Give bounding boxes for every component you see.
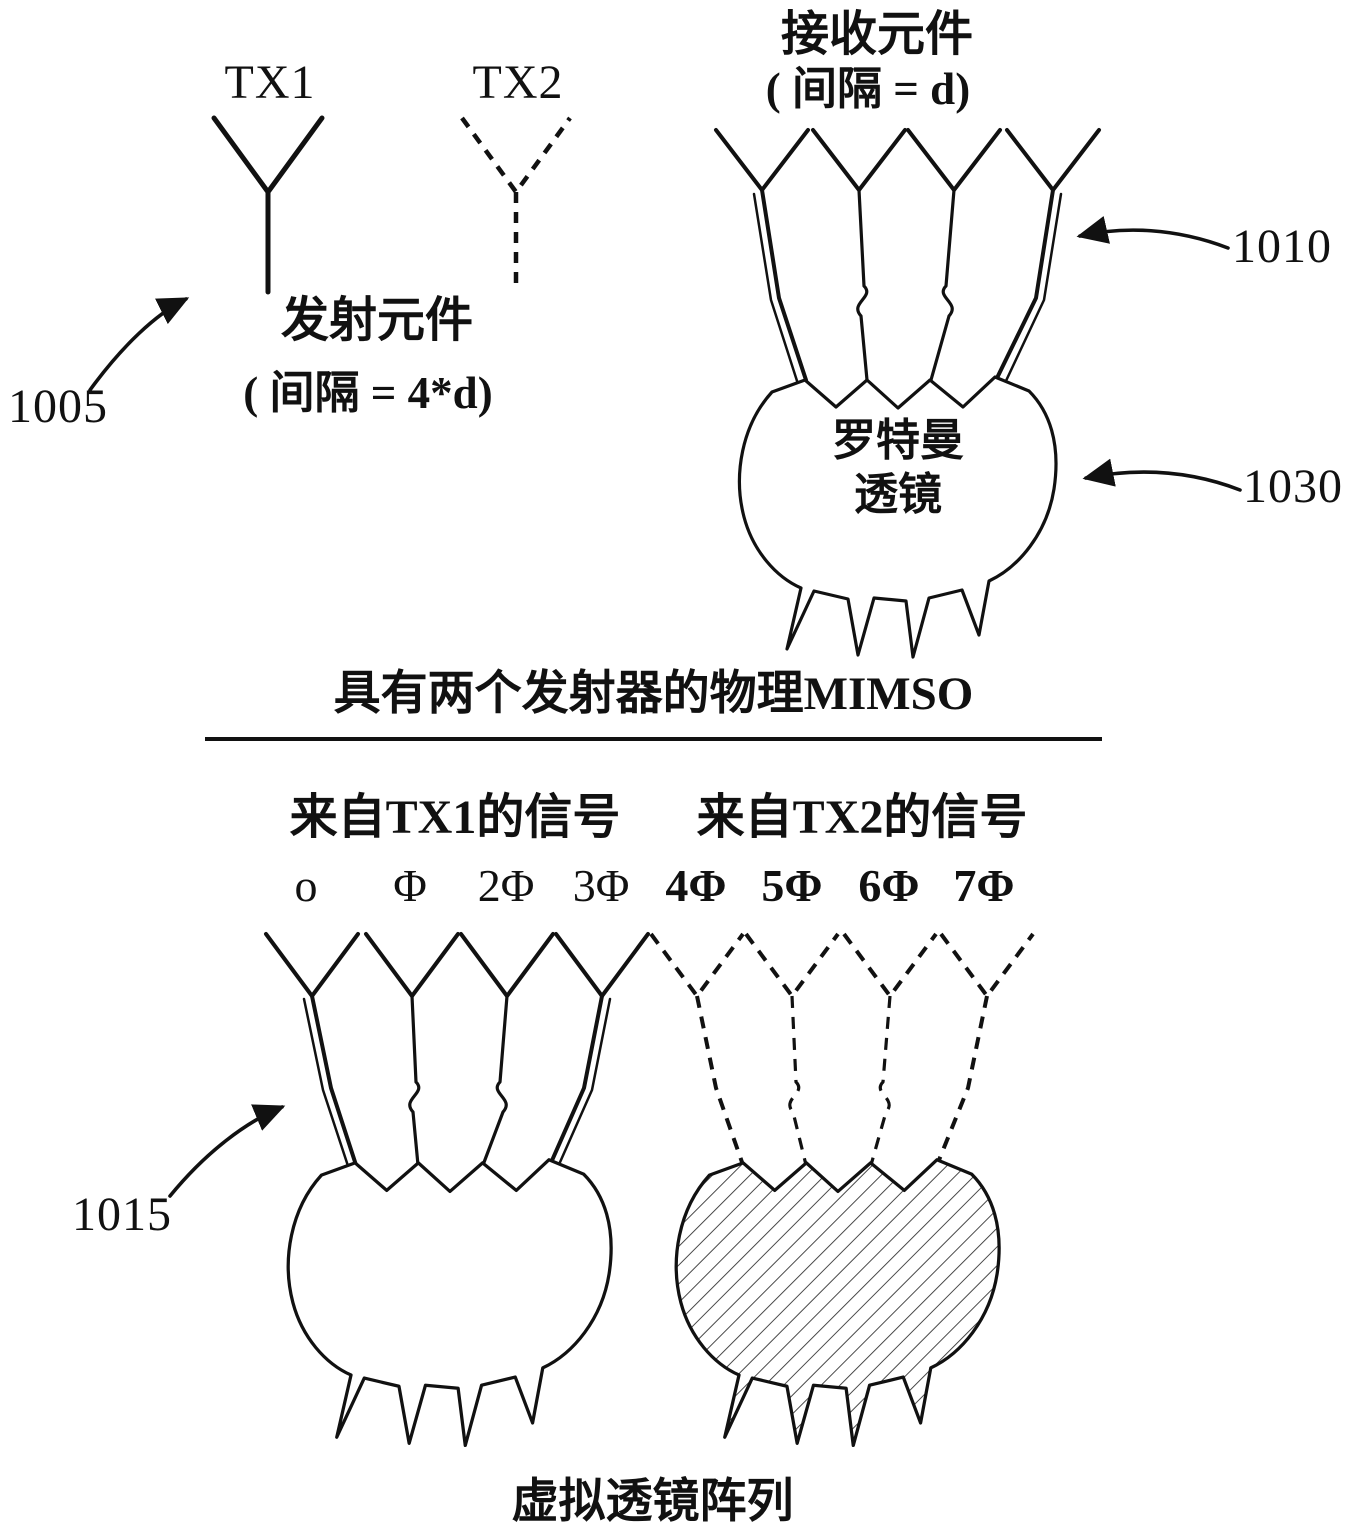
section1-title: 具有两个发射器的物理MIMSO (205, 654, 1102, 741)
virtual-array-tx1 (264, 932, 650, 1171)
phase-label-2: 2Φ (477, 860, 535, 911)
transmit-elements-label: 发射元件 (280, 294, 474, 347)
virtual-lens-left (286, 1158, 613, 1448)
arrow-1030 (1082, 458, 1242, 492)
transmit-spacing-label: ( 间隔 = 4*d) (243, 368, 493, 418)
arrow-1015 (168, 1104, 286, 1198)
tx2-antenna (460, 116, 572, 292)
phase-label-3: 3Φ (572, 860, 630, 911)
virtual-array-tx2 (649, 932, 1035, 1166)
phase-label-7: 7Φ (953, 860, 1015, 911)
ref-1010: 1010 (1232, 220, 1332, 273)
arrow-1010 (1076, 216, 1230, 250)
receive-elements-label: 接收元件 (780, 8, 974, 61)
phase-label-5: 5Φ (761, 860, 823, 911)
phase-label-1: Φ (393, 860, 427, 911)
signal-from-tx1-label: 来自TX1的信号 (289, 791, 621, 844)
receive-array (714, 128, 1101, 386)
reference-arrows-top (88, 216, 1242, 1198)
rotman-lens-label-line2: 透镜 (854, 470, 942, 519)
ref-1015: 1015 (72, 1188, 172, 1241)
receive-spacing-label: ( 间隔 = d) (765, 64, 971, 114)
tx2-label: TX2 (472, 56, 564, 109)
tx1-label: TX1 (224, 56, 316, 109)
arrow-1005 (88, 297, 190, 392)
tx1-antenna (211, 115, 325, 295)
phase-label-4: 4Φ (665, 860, 727, 911)
ref-1005: 1005 (8, 380, 108, 433)
section2-title: 虚拟透镜阵列 (450, 1462, 855, 1540)
ref-1030: 1030 (1243, 460, 1343, 513)
signal-from-tx2-label: 来自TX2的信号 (696, 791, 1028, 844)
virtual-lens-right (674, 1158, 1001, 1448)
phase-label-0: o (294, 860, 318, 911)
rotman-lens-label-line1: 罗特曼 (832, 416, 964, 465)
phase-label-6: 6Φ (858, 860, 920, 911)
